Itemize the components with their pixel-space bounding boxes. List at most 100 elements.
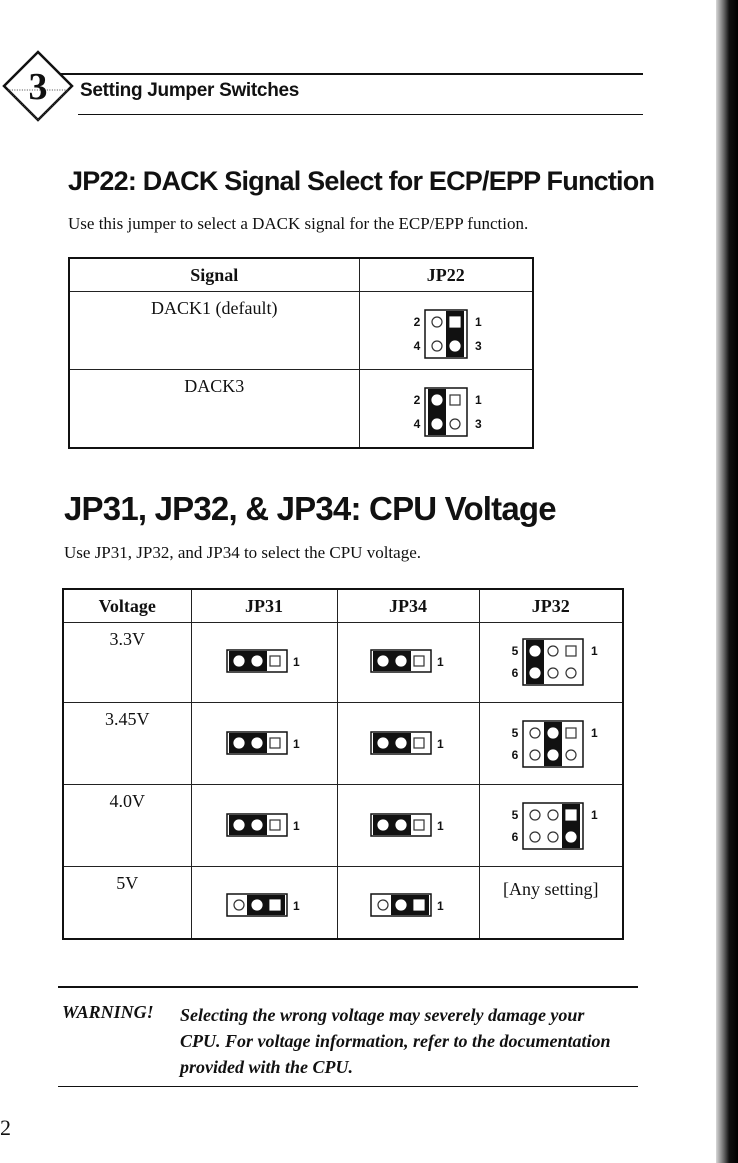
pin-round bbox=[377, 899, 389, 911]
header-outline bbox=[370, 649, 432, 673]
column-header-jp22: JP22 bbox=[358, 257, 534, 292]
pin-label: 1 bbox=[591, 644, 598, 658]
pin-round bbox=[565, 831, 577, 843]
column-header-jp31: JP31 bbox=[190, 588, 338, 623]
pin-label: 3 bbox=[475, 339, 482, 353]
pin-round bbox=[395, 655, 407, 667]
pin-round bbox=[565, 749, 577, 761]
signal-dack1: DACK1 (default) bbox=[68, 291, 360, 370]
pin-round bbox=[251, 655, 263, 667]
header-outline bbox=[522, 720, 584, 768]
voltage-section-title: JP31, JP32, & JP34: CPU Voltage bbox=[64, 490, 557, 527]
pin-square bbox=[565, 809, 577, 821]
header-outline bbox=[522, 802, 584, 850]
pin-label: 5 bbox=[511, 726, 518, 740]
jumper-diagram-icon: 1 bbox=[226, 813, 300, 837]
pin-round bbox=[233, 819, 245, 831]
table-row: 5V 1 1 [Any setting] bbox=[62, 866, 624, 939]
warning-rule-bottom bbox=[58, 1086, 638, 1087]
pin-label: 1 bbox=[293, 655, 300, 669]
header-outline bbox=[226, 893, 288, 917]
jp34-setting-cell: 1 bbox=[336, 702, 480, 785]
jumper-diagram-icon: 1 bbox=[370, 649, 444, 673]
column-header-voltage: Voltage bbox=[62, 588, 192, 623]
pin-round bbox=[251, 819, 263, 831]
pin-label: 4 bbox=[413, 417, 420, 431]
page-number: 2 bbox=[0, 1115, 11, 1140]
pin-label: 6 bbox=[511, 748, 518, 762]
jumper-diagram-icon: 1 bbox=[226, 893, 300, 917]
pin-round bbox=[547, 831, 559, 843]
jumper-diagram-icon: 1 bbox=[226, 731, 300, 755]
pin-square bbox=[269, 655, 281, 667]
pin-square bbox=[449, 316, 461, 328]
header-outline bbox=[370, 731, 432, 755]
pin-square bbox=[413, 737, 425, 749]
pin-label: 1 bbox=[293, 737, 300, 751]
voltage-value: 5V bbox=[62, 866, 192, 939]
pin-square bbox=[269, 819, 281, 831]
pin-round bbox=[547, 667, 559, 679]
jp31-setting-cell: 1 bbox=[190, 702, 338, 785]
header-outline bbox=[370, 813, 432, 837]
signal-dack3: DACK3 bbox=[68, 369, 360, 448]
voltage-header-row: Voltage JP31 JP34 JP32 bbox=[62, 588, 624, 623]
pin-label: 4 bbox=[413, 339, 420, 353]
pin-label: 1 bbox=[591, 808, 598, 822]
pin-square bbox=[449, 394, 461, 406]
jumper-diagram-icon: 1 bbox=[370, 893, 444, 917]
pin-label: 5 bbox=[511, 808, 518, 822]
header-outline bbox=[522, 638, 584, 686]
jp31-setting-cell: 1 bbox=[190, 784, 338, 867]
jumper-diagram-icon: 561 bbox=[511, 720, 598, 768]
pin-round bbox=[233, 737, 245, 749]
chapter-title: Setting Jumper Switches bbox=[80, 80, 300, 101]
pin-round bbox=[395, 737, 407, 749]
pin-round bbox=[547, 645, 559, 657]
pin-round bbox=[431, 340, 443, 352]
voltage-value: 4.0V bbox=[62, 784, 192, 867]
pin-round bbox=[395, 819, 407, 831]
pin-square bbox=[565, 727, 577, 739]
pin-round bbox=[233, 899, 245, 911]
jp22-header-row: Signal JP22 bbox=[68, 257, 534, 292]
pin-round bbox=[449, 340, 461, 352]
pin-label: 1 bbox=[437, 899, 444, 913]
header-outline bbox=[370, 893, 432, 917]
jp22-intro-text: Use this jumper to select a DACK signal … bbox=[68, 214, 529, 233]
pin-round bbox=[431, 394, 443, 406]
jumper-diagram-icon: 561 bbox=[511, 638, 598, 686]
pin-label: 1 bbox=[293, 899, 300, 913]
header-rule-bottom bbox=[78, 114, 643, 115]
pin-round bbox=[251, 899, 263, 911]
pin-label: 3 bbox=[475, 417, 482, 431]
voltage-value: 3.3V bbox=[62, 622, 192, 703]
pin-square bbox=[413, 655, 425, 667]
column-header-jp32: JP32 bbox=[478, 588, 624, 623]
pin-round bbox=[547, 749, 559, 761]
chapter-badge-icon: 3 bbox=[2, 50, 74, 122]
pin-round bbox=[529, 645, 541, 657]
pin-square bbox=[413, 819, 425, 831]
pin-label: 1 bbox=[437, 737, 444, 751]
pin-square bbox=[269, 737, 281, 749]
jp22-section-title: JP22: DACK Signal Select for ECP/EPP Fun… bbox=[68, 166, 655, 196]
pin-round bbox=[395, 899, 407, 911]
pin-round bbox=[377, 737, 389, 749]
pin-label: 2 bbox=[413, 315, 420, 329]
pin-round bbox=[547, 727, 559, 739]
jp34-setting-cell: 1 bbox=[336, 866, 480, 939]
header-outline bbox=[424, 387, 468, 437]
pin-label: 1 bbox=[437, 655, 444, 669]
pin-label: 6 bbox=[511, 666, 518, 680]
voltage-intro-text: Use JP31, JP32, and JP34 to select the C… bbox=[64, 543, 421, 562]
